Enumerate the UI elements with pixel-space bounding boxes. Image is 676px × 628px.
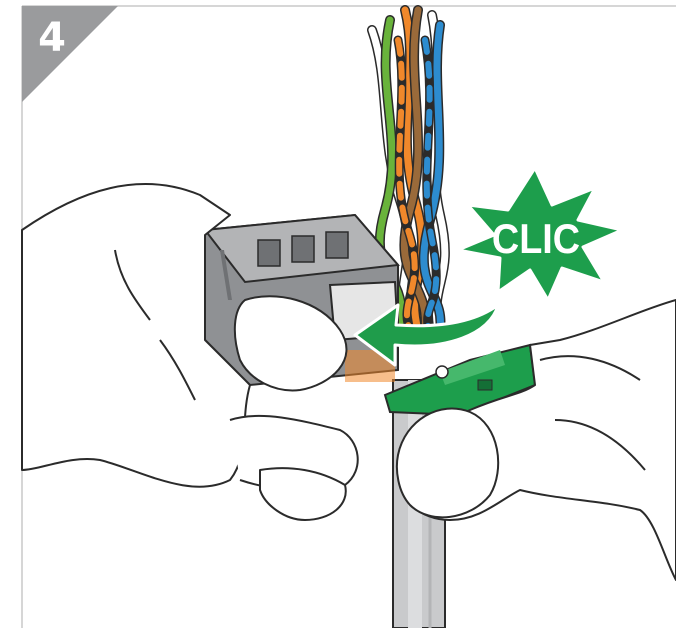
step-number: 4: [32, 18, 72, 58]
clic-callout-text: CLIC: [478, 218, 593, 260]
step-badge: 4: [0, 0, 130, 100]
